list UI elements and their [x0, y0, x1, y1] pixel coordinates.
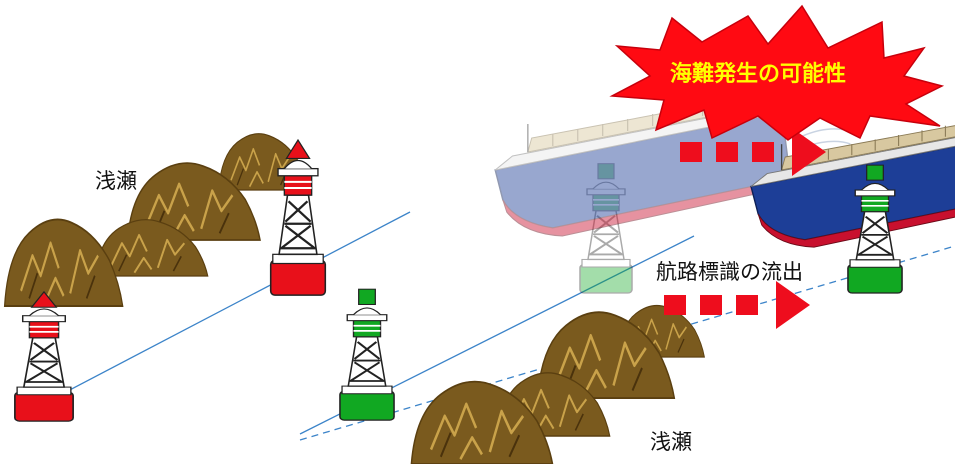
shoal-label-left: 浅瀬	[95, 169, 137, 193]
buoy-drift-label: 航路標識の流出	[656, 260, 803, 284]
rock-icon	[3, 132, 309, 308]
explosion-burst-icon	[609, 4, 945, 141]
red-lateral-buoy-icon	[13, 290, 75, 423]
green-lateral-buoy-icon	[338, 288, 396, 422]
channel-line-left	[19, 211, 411, 417]
accident-risk-label: 海難発生の可能性	[670, 62, 847, 87]
shoal-label-bottom: 浅瀬	[650, 430, 692, 454]
